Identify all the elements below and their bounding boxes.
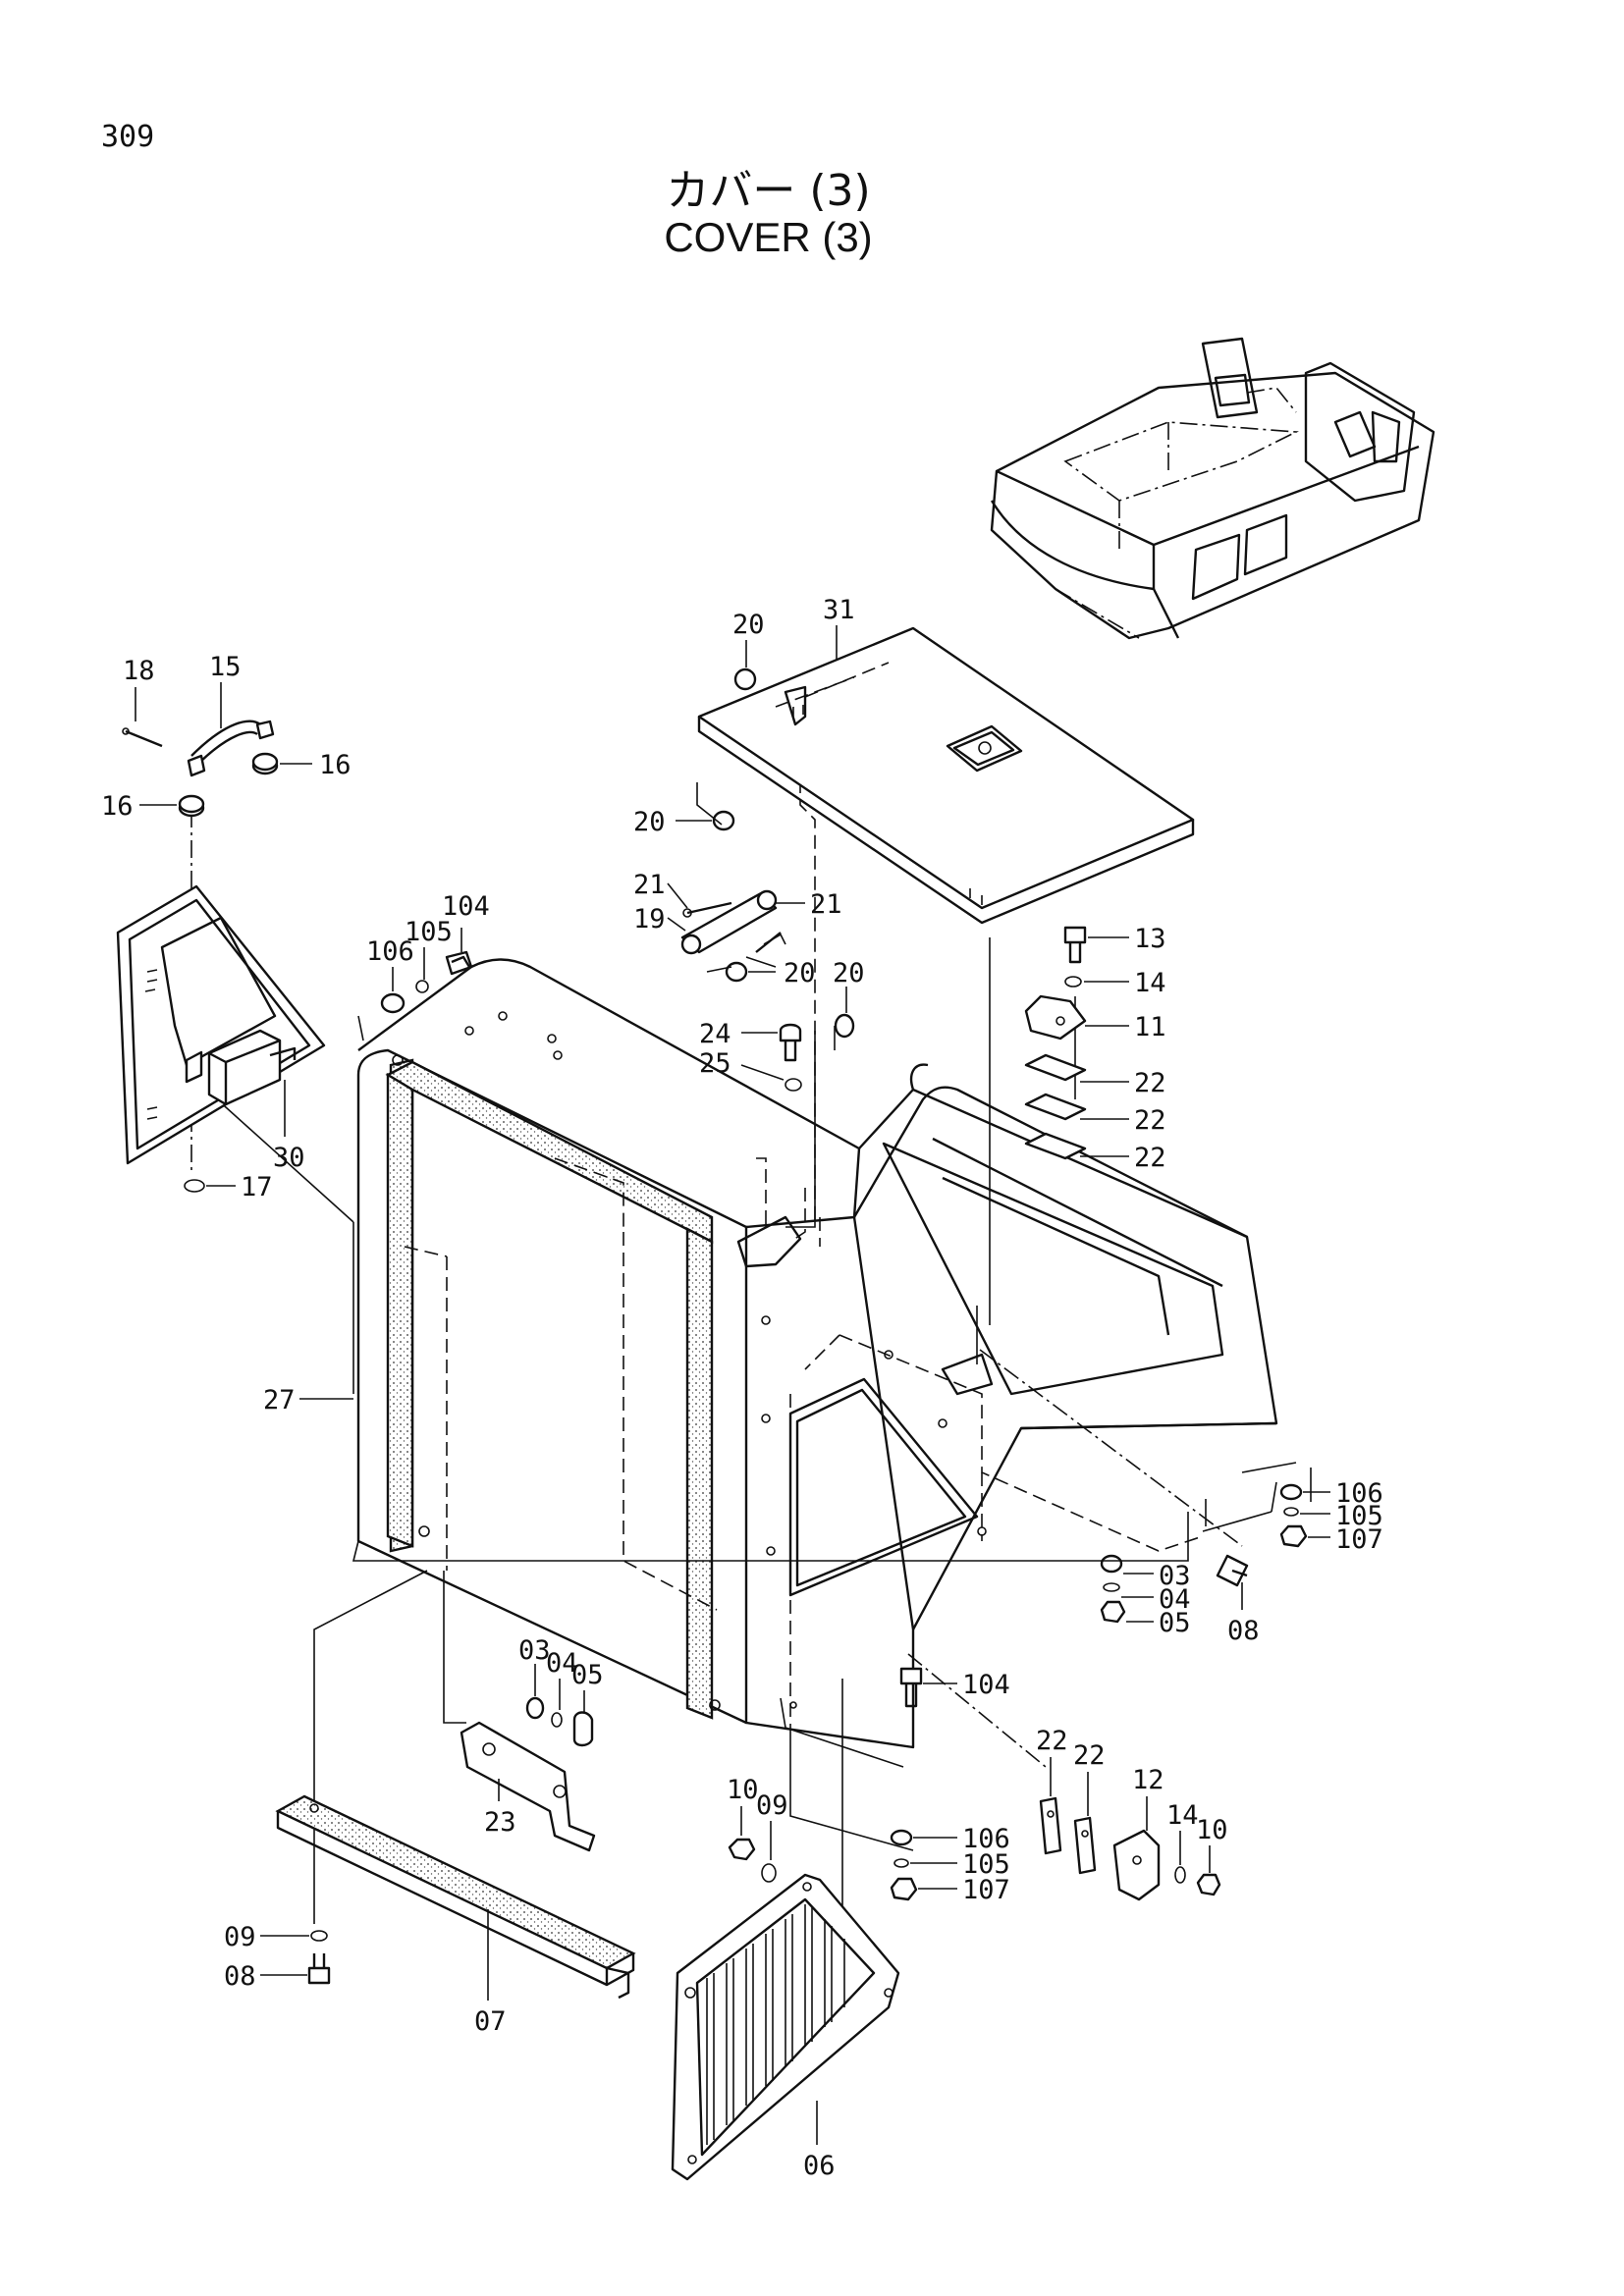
callout-label: 03 — [1159, 1561, 1191, 1591]
main-cover-box — [356, 958, 1278, 1749]
callout-label: 15 — [209, 652, 242, 682]
callout-label: 105 — [1335, 1501, 1383, 1531]
callout-label: 05 — [571, 1660, 604, 1690]
callout-label: 21 — [810, 889, 842, 920]
callout-label: 04 — [546, 1648, 578, 1679]
callout-label: 30 — [273, 1143, 305, 1173]
callout-label: 104 — [962, 1670, 1010, 1700]
callout-label: 24 — [699, 1019, 731, 1049]
callout-label: 19 — [633, 904, 666, 934]
assembly-lines — [190, 697, 1312, 2012]
callout-label: 10 — [727, 1775, 759, 1805]
title-japanese: カバー (3) — [666, 166, 871, 216]
callout-label: 107 — [1335, 1524, 1383, 1555]
callout-label: 09 — [224, 1922, 256, 1952]
callout-label: 14 — [1166, 1800, 1199, 1831]
callout-label: 106 — [366, 936, 414, 967]
machine-location-sketch — [990, 337, 1435, 640]
grille-panel — [671, 1873, 900, 2181]
foam-strip — [275, 1794, 636, 2000]
callout-label: 27 — [263, 1385, 296, 1415]
callout-label: 16 — [319, 750, 352, 780]
callout-label: 17 — [241, 1172, 273, 1202]
callout-label: 16 — [101, 791, 134, 822]
callouts: 18 15 16 16 17 30 20 31 20 21 21 19 20 2… — [101, 595, 1383, 2181]
callout-label: 08 — [1227, 1616, 1260, 1646]
callout-label: 25 — [699, 1048, 731, 1079]
callout-label: 06 — [803, 2151, 836, 2181]
callout-label: 21 — [633, 870, 666, 900]
callout-label: 22 — [1134, 1105, 1166, 1136]
left-side-panel — [116, 884, 326, 1165]
callout-label: 03 — [518, 1635, 551, 1666]
callout-label: 106 — [962, 1824, 1010, 1854]
small-parts — [122, 667, 1308, 1985]
callout-label: 05 — [1159, 1608, 1191, 1638]
callout-label: 04 — [1159, 1584, 1191, 1615]
callout-label: 14 — [1134, 968, 1166, 998]
top-lid — [697, 626, 1195, 925]
callout-label: 105 — [405, 917, 453, 947]
callout-label: 20 — [833, 958, 865, 988]
callout-label: 10 — [1196, 1815, 1228, 1845]
callout-label: 09 — [756, 1790, 788, 1821]
callout-label: 13 — [1134, 924, 1166, 954]
callout-label: 104 — [442, 891, 490, 922]
callout-label: 23 — [484, 1807, 516, 1838]
callout-label: 22 — [1073, 1740, 1106, 1771]
callout-label: 18 — [123, 656, 155, 686]
callout-label: 07 — [474, 2006, 507, 2037]
callout-label: 22 — [1134, 1068, 1166, 1098]
callout-label: 20 — [784, 958, 816, 988]
callout-label: 20 — [633, 807, 666, 837]
title-english: COVER (3) — [664, 214, 873, 260]
callout-label: 22 — [1036, 1726, 1068, 1756]
callout-label: 107 — [962, 1875, 1010, 1905]
callout-label: 20 — [732, 610, 765, 640]
callout-label: 105 — [962, 1849, 1010, 1880]
page-number: 309 — [101, 120, 155, 154]
callout-label: 31 — [823, 595, 855, 625]
callout-label: 11 — [1134, 1012, 1166, 1042]
callout-label: 106 — [1335, 1478, 1383, 1509]
callout-label: 12 — [1132, 1765, 1164, 1795]
callout-label: 22 — [1134, 1143, 1166, 1173]
callout-label: 08 — [224, 1961, 256, 1992]
